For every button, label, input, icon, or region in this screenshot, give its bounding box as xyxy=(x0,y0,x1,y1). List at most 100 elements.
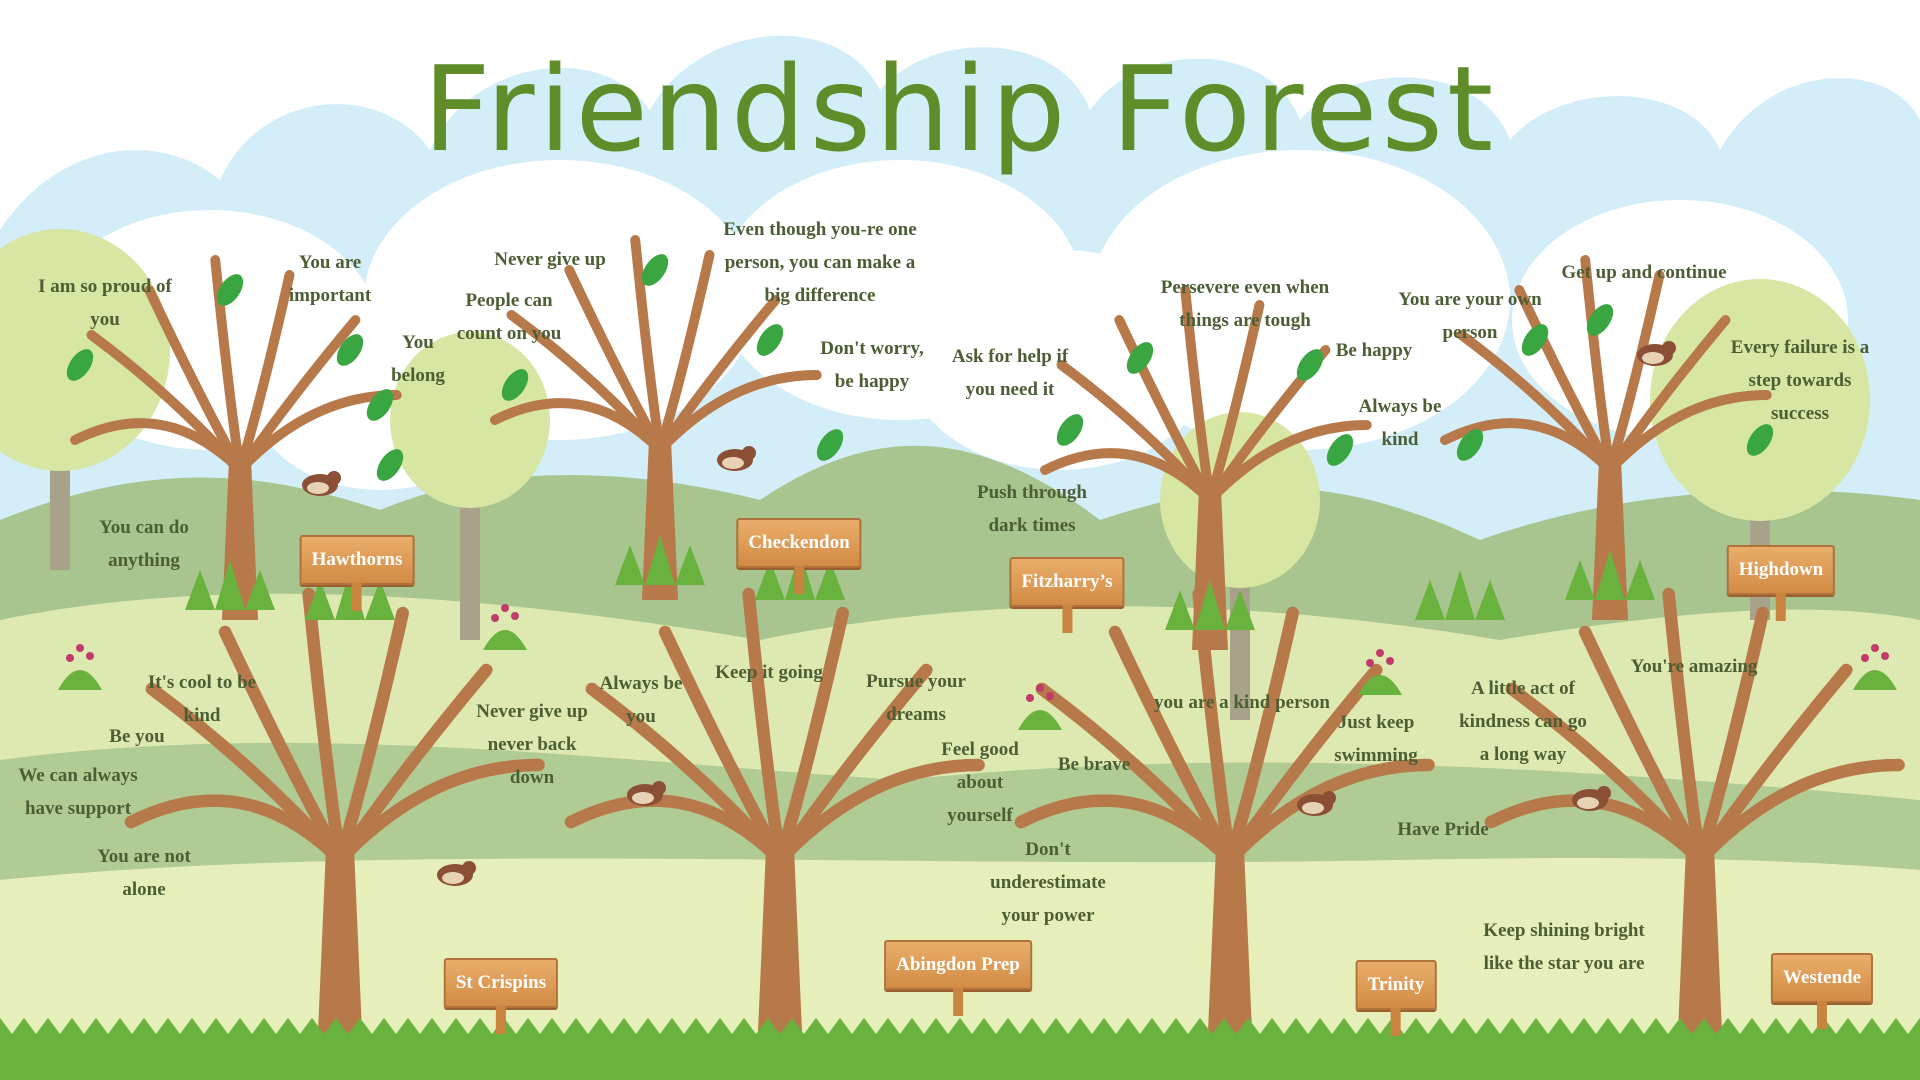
message-always-be-you: Always be you xyxy=(599,673,683,727)
tree-branch-5-3 xyxy=(773,606,849,867)
message-ask-for-help: Ask for help if you need it xyxy=(951,346,1069,400)
message-you-belong: You belong xyxy=(391,332,445,386)
bird-belly-5 xyxy=(1302,802,1324,814)
message-push-through: Push through dark times xyxy=(976,482,1088,536)
flower-bloom-1-1 xyxy=(501,604,509,612)
leaf-8 xyxy=(816,429,844,461)
sign-st-crispins: St Crispins xyxy=(443,958,559,1034)
sign-checkendon: Checkendon xyxy=(736,518,862,594)
message-be-brave: Be brave xyxy=(1057,754,1131,775)
message-never-give-up: Never give up xyxy=(494,249,606,270)
grass-tuft-4 xyxy=(305,570,395,620)
page-title: Friendship Forest xyxy=(422,40,1498,178)
leaf-6 xyxy=(501,369,529,401)
flower-bloom-0-0 xyxy=(66,654,74,662)
bird-head-1 xyxy=(742,446,756,460)
flower-bloom-3-1 xyxy=(1871,644,1879,652)
sign-abingdon-prep: Abingdon Prep xyxy=(884,940,1032,1016)
message-feel-good: Feel good about yourself xyxy=(941,739,1019,826)
tree-branch-5-5 xyxy=(773,758,985,867)
tree-branch-2-3 xyxy=(1205,300,1265,505)
flower-bush-2 xyxy=(1358,675,1402,695)
tree-branch-6-1 xyxy=(1108,625,1237,867)
sign-highdown: Highdown xyxy=(1726,545,1836,621)
tree-branch-7-3 xyxy=(1693,606,1769,867)
tree-branch-2-6 xyxy=(1040,448,1215,505)
flower-bush-0 xyxy=(58,670,102,690)
message-never-back-down: Never give up never back down xyxy=(476,701,588,788)
message-you-can-do-anything: You can do anything xyxy=(99,517,189,571)
tree-branch-2-1 xyxy=(1114,315,1215,505)
tree-branch-5-1 xyxy=(658,625,787,867)
bird-belly-6 xyxy=(1577,797,1599,809)
tree-trunk-3 xyxy=(1592,455,1628,620)
flower-bloom-4-2 xyxy=(1046,692,1054,700)
message-kind-person: you are a kind person xyxy=(1154,692,1330,713)
message-you-are-important: You are important xyxy=(288,252,372,306)
grass-tuft-3 xyxy=(1565,550,1655,600)
leaf-3 xyxy=(376,449,404,481)
tree-branch-7-2 xyxy=(1662,587,1707,867)
leaf-14 xyxy=(1586,304,1614,336)
tree-branch-0-3 xyxy=(235,270,295,475)
tree-trunk-6 xyxy=(1207,841,1253,1050)
flower-bloom-0-1 xyxy=(76,644,84,652)
tree-branch-1-3 xyxy=(655,250,715,455)
bird-belly-3 xyxy=(442,872,464,884)
flower-bush-3 xyxy=(1853,670,1897,690)
grass-tuft-0 xyxy=(185,560,275,610)
tree-branch-0-6 xyxy=(70,418,245,475)
leaf-4 xyxy=(366,389,394,421)
flower-bloom-1-0 xyxy=(491,614,499,622)
flower-bloom-0-2 xyxy=(86,652,94,660)
bird-belly-4 xyxy=(632,792,654,804)
message-dont-worry: Don't worry, be happy xyxy=(820,338,924,392)
message-every-failure: Every failure is a step towards success xyxy=(1730,337,1870,424)
sign-trinity: Trinity xyxy=(1355,960,1437,1036)
tree-trunk-7 xyxy=(1677,841,1723,1050)
leaf-7 xyxy=(756,324,784,356)
tree-branch-6-3 xyxy=(1223,606,1299,867)
tree-branch-3-6 xyxy=(1440,418,1615,475)
flower-bloom-2-1 xyxy=(1376,649,1384,657)
message-be-happy: Be happy xyxy=(1335,340,1413,361)
message-cool-to-be-kind: It's cool to be kind xyxy=(147,672,257,726)
message-people-count-on-you: People can count on you xyxy=(456,290,562,344)
tree-branch-6-5 xyxy=(1223,758,1435,867)
tree-branch-7-5 xyxy=(1693,758,1905,867)
flower-bloom-2-0 xyxy=(1366,659,1374,667)
flower-bloom-3-0 xyxy=(1861,654,1869,662)
tree-branch-1-6 xyxy=(490,398,665,455)
tree-branch-2-5 xyxy=(1205,420,1372,505)
tree-branch-0-1 xyxy=(144,285,245,475)
tree-trunk-4 xyxy=(317,841,363,1050)
tree-trunk-1 xyxy=(642,435,678,600)
leaf-0 xyxy=(216,274,244,306)
flower-bush-4 xyxy=(1018,710,1062,730)
leaf-2 xyxy=(336,334,364,366)
flower-bloom-2-2 xyxy=(1386,657,1394,665)
bird-head-2 xyxy=(1662,341,1676,355)
tree-branch-1-5 xyxy=(655,370,822,455)
sign-hawthorns: Hawthorns xyxy=(299,535,415,611)
grass-tuft-1 xyxy=(615,535,705,585)
tree-branch-5-2 xyxy=(742,587,787,867)
tree-branch-3-5 xyxy=(1605,390,1772,475)
flower-bush-1 xyxy=(483,630,527,650)
leaf-11 xyxy=(1296,349,1324,381)
grass-tuft-6 xyxy=(1415,570,1505,620)
message-little-act-kindness: A little act of kindness can go a long w… xyxy=(1459,678,1587,765)
flower-bloom-3-2 xyxy=(1881,652,1889,660)
message-pursue-dreams: Pursue your dreams xyxy=(866,671,966,725)
message-get-up-continue: Get up and continue xyxy=(1561,262,1727,283)
leaf-10 xyxy=(1056,414,1084,446)
message-youre-amazing: You're amazing xyxy=(1630,656,1758,677)
tree-branch-7-1 xyxy=(1578,625,1707,867)
message-always-be-kind: Always be kind xyxy=(1358,396,1442,450)
tree-trunk-5 xyxy=(757,841,803,1050)
grass-border xyxy=(0,1018,1920,1080)
bird-belly-0 xyxy=(307,482,329,494)
tree-branch-6-6 xyxy=(1014,794,1237,867)
tree-branch-4-2 xyxy=(302,587,347,867)
